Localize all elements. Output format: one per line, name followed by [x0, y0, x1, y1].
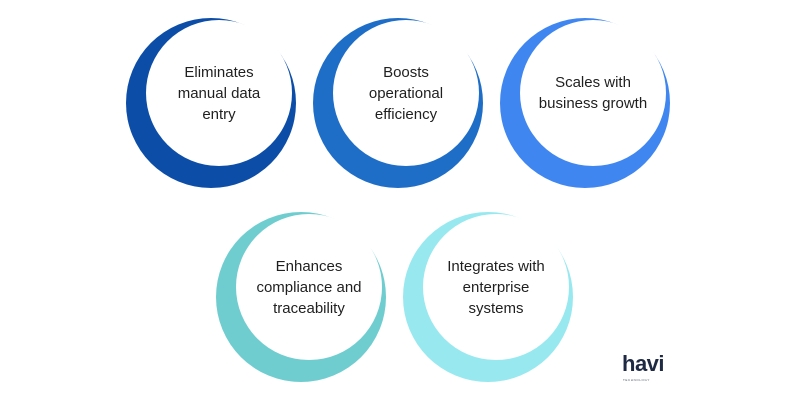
benefit-label: Boosts operational efficiency [368, 63, 444, 123]
benefit-circle-eliminates-manual-data-entry: Eliminates manual data entry [126, 18, 296, 188]
logo-wordmark: havi [622, 351, 665, 376]
benefit-disc: Integrates with enterprise systems [423, 214, 569, 360]
havi-logo: havi TECHNOLOGY [622, 352, 682, 386]
benefit-disc: Eliminates manual data entry [146, 20, 292, 166]
benefit-circle-scales-with-business-growth: Scales with business growth [500, 18, 670, 188]
benefit-disc: Scales with business growth [520, 20, 666, 166]
benefit-disc: Boosts operational efficiency [333, 20, 479, 166]
logo-tagline: TECHNOLOGY [623, 378, 651, 382]
benefit-circle-enhances-compliance-and-traceability: Enhances compliance and traceability [216, 212, 386, 382]
benefit-disc: Enhances compliance and traceability [236, 214, 382, 360]
benefit-label: Eliminates manual data entry [177, 63, 261, 123]
benefit-label: Enhances compliance and traceability [256, 257, 362, 317]
benefit-label: Integrates with enterprise systems [447, 257, 545, 317]
benefit-circle-boosts-operational-efficiency: Boosts operational efficiency [313, 18, 483, 188]
benefit-circle-integrates-with-enterprise-systems: Integrates with enterprise systems [403, 212, 573, 382]
benefit-label: Scales with business growth [538, 74, 648, 112]
